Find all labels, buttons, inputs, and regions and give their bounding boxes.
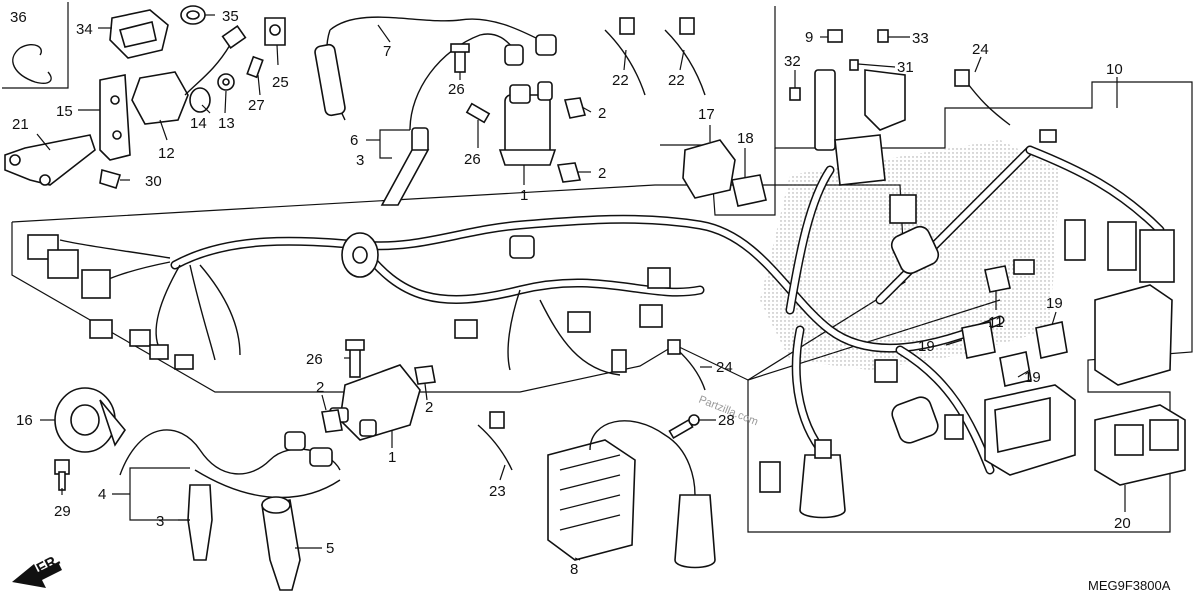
callout-30: 30 xyxy=(145,173,162,190)
part-30-bolt xyxy=(99,168,122,190)
callout-29: 29 xyxy=(54,503,71,520)
callout-2-upper-b: 2 xyxy=(598,165,606,182)
callout-34: 34 xyxy=(76,21,93,38)
callout-18: 18 xyxy=(737,130,754,147)
callout-8: 8 xyxy=(570,561,578,578)
callout-2-lower-right: 2 xyxy=(425,399,433,416)
part-2-clips-upper xyxy=(556,97,587,183)
part-1-coil-upper xyxy=(498,81,557,166)
callout-22-left: 22 xyxy=(612,72,629,89)
part-27-bolt xyxy=(246,55,264,79)
callout-labels: 36 34 35 7 22 22 9 33 24 10 25 32 31 26 … xyxy=(10,8,1131,578)
part-3-cap-lower xyxy=(187,484,213,561)
part-2-clips-lower xyxy=(321,365,436,433)
part-28-bolt xyxy=(668,414,700,440)
part-35-grommet xyxy=(180,5,206,25)
part-16-horn xyxy=(54,387,126,453)
callout-3-upper: 3 xyxy=(356,152,364,169)
callout-13: 13 xyxy=(218,115,235,132)
main-harness xyxy=(27,129,1175,519)
diagram-code: MEG9F3800A xyxy=(1088,578,1171,593)
part-1-coil-lower xyxy=(329,364,421,441)
callout-12: 12 xyxy=(158,145,175,162)
callout-1-upper: 1 xyxy=(520,187,528,204)
callout-5: 5 xyxy=(326,540,334,557)
part-20-ecu xyxy=(1094,404,1186,486)
callout-2-upper-a: 2 xyxy=(598,105,606,122)
callout-31: 31 xyxy=(897,59,914,76)
part-4-cable-lower xyxy=(119,429,341,499)
callout-35: 35 xyxy=(222,8,239,25)
part-25-clip xyxy=(264,17,286,46)
leader-lines xyxy=(36,14,1126,561)
callout-17: 17 xyxy=(698,106,715,123)
part-34-cover xyxy=(109,9,169,59)
part-8-regulator xyxy=(547,420,716,569)
part-31-fuse xyxy=(849,59,859,71)
part-32-fuse xyxy=(789,87,801,101)
callout-27: 27 xyxy=(248,97,265,114)
callout-26-mid: 26 xyxy=(464,151,481,168)
callout-19-left: 19 xyxy=(918,338,935,355)
callout-15: 15 xyxy=(56,103,73,120)
part-26-bolt-a xyxy=(450,43,470,73)
callout-14: 14 xyxy=(190,115,207,132)
part-33-fuse xyxy=(877,29,889,43)
part-15-bracket xyxy=(99,74,131,161)
callout-26-upper: 26 xyxy=(448,81,465,98)
part-22-ties xyxy=(604,17,706,96)
part-26-bolt-c xyxy=(345,339,365,378)
callout-36: 36 xyxy=(10,9,27,26)
callout-1-lower: 1 xyxy=(388,449,396,466)
ecu-cover xyxy=(1094,284,1173,386)
callout-7: 7 xyxy=(383,43,391,60)
fuse-box-top xyxy=(814,69,906,186)
part-19-relays xyxy=(961,321,1068,387)
part-7-cable xyxy=(314,16,557,121)
part-17-relay xyxy=(682,139,736,199)
part-29-bolt xyxy=(54,459,70,491)
callout-24-upper: 24 xyxy=(972,41,989,58)
part-24-tie-lower xyxy=(667,339,706,391)
callout-26-lower: 26 xyxy=(306,351,323,368)
callout-33: 33 xyxy=(912,30,929,47)
part-26-bolt-b xyxy=(465,102,491,124)
part-12-switch xyxy=(131,24,247,125)
callout-4: 4 xyxy=(98,486,106,503)
callout-21: 21 xyxy=(12,116,29,133)
callout-2-lower-left: 2 xyxy=(316,379,324,396)
callout-32: 32 xyxy=(784,53,801,70)
callout-22-right: 22 xyxy=(668,72,685,89)
callout-9: 9 xyxy=(805,29,813,46)
callout-16: 16 xyxy=(16,412,33,429)
part-18-connector xyxy=(731,174,767,207)
part-21-stay xyxy=(4,134,96,186)
callout-3-lower: 3 xyxy=(156,513,164,530)
fuse-box-main xyxy=(984,384,1076,476)
callout-23: 23 xyxy=(489,483,506,500)
callout-20: 20 xyxy=(1114,515,1131,532)
part-23-tie xyxy=(477,411,513,471)
part-24-tie-upper xyxy=(954,69,1011,126)
callout-24-lower: 24 xyxy=(716,359,733,376)
part-36-band xyxy=(12,44,52,84)
callout-6: 6 xyxy=(350,132,358,149)
callout-19-bottom: 19 xyxy=(1024,369,1041,386)
part-9-fuse xyxy=(827,29,843,43)
callout-19-top: 19 xyxy=(1046,295,1063,312)
part-14-13-grommets xyxy=(189,73,235,113)
callout-25: 25 xyxy=(272,74,289,91)
part-11-relay xyxy=(984,265,1011,293)
part-6-cable xyxy=(380,33,524,206)
callout-10: 10 xyxy=(1106,61,1123,78)
callout-11: 11 xyxy=(988,314,1004,331)
callout-28: 28 xyxy=(718,412,735,429)
front-direction-arrow: FR. xyxy=(12,551,63,588)
part-5-cap xyxy=(261,496,301,591)
